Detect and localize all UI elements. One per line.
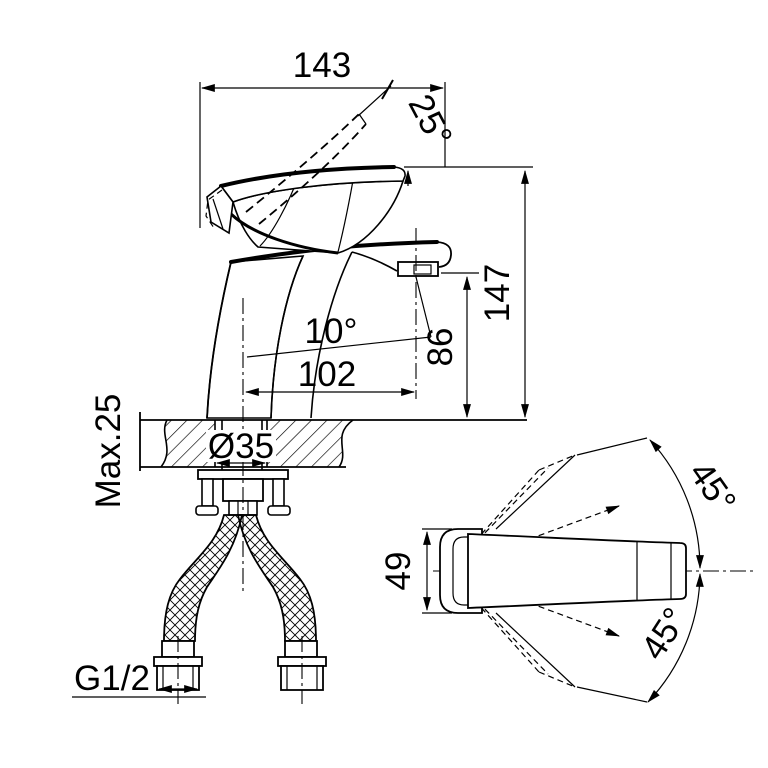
spout-underside [351, 251, 398, 272]
swing-arc-upper [649, 439, 704, 570]
raised-lever-edge-2 [258, 123, 367, 225]
swing-down-dashed-outline [467, 592, 576, 688]
dim-label-handle-angle: 25° [401, 88, 460, 153]
angle-leader-tick [381, 79, 394, 100]
supply-hoses [153, 514, 327, 704]
dim-hole-diameter: Ø35 [206, 427, 276, 467]
hose-sleeve-right [284, 640, 318, 658]
swing-down-connector [576, 686, 648, 703]
dim-connection-thread: G1/2 [72, 659, 206, 698]
handle-blade [467, 533, 687, 609]
swing-down-outer-edge [495, 612, 576, 688]
deck-hatch-right [267, 420, 353, 467]
hose-coupling-lines [237, 501, 249, 515]
deck-hatch-left [161, 420, 215, 467]
handle-knob-inner [452, 536, 482, 606]
raised-lever-tip-cap [358, 113, 367, 125]
dim-label-thread: G1/2 [74, 659, 150, 698]
dim-overall-width: 143 [199, 46, 446, 228]
dim-label-outlet-height: 86 [421, 328, 460, 367]
body-left-edge [206, 261, 232, 419]
dim-label-overall-width: 143 [293, 46, 351, 85]
dim-stream-angle: 10° [246, 276, 432, 358]
body-fill-left [206, 255, 305, 419]
screw-head-left [195, 505, 219, 516]
lever-tip [206, 184, 234, 235]
dim-label-hole-diameter: Ø35 [208, 427, 274, 466]
dim-spout-reach: 102 [244, 355, 416, 396]
front-view: 143 25° 147 86 10° 102 Max.25 [72, 46, 533, 704]
dim-handle-width: 49 [379, 528, 452, 614]
stud-left [201, 478, 214, 507]
dim-outlet-height: 86 [421, 272, 479, 419]
hose-right [236, 514, 317, 642]
dim-label-overall-height: 147 [478, 264, 517, 322]
aerator-inner [413, 264, 432, 275]
swing-arc-lower [647, 572, 704, 703]
handle-lever [206, 165, 406, 255]
dim-label-spout-reach: 102 [298, 355, 356, 394]
dim-label-deck-thickness: Max.25 [89, 394, 128, 509]
dim-label-stream-angle: 10° [305, 312, 358, 351]
dim-143-extensions [199, 82, 446, 228]
swing-up-outer-edge [495, 454, 576, 530]
raised-tip-outline [205, 189, 223, 229]
swing-up-dashed-outline [467, 454, 576, 550]
lever-top-edge [219, 165, 396, 188]
body-curve-front [270, 255, 304, 419]
dim-overall-height: 147 [404, 166, 533, 419]
deck-cross-section [139, 412, 527, 471]
top-view: 45° 45° 49 [379, 437, 757, 703]
hose-left [163, 514, 244, 642]
stud-right [272, 478, 285, 507]
dim-d35-backing [206, 430, 276, 462]
deck-break-left [160, 419, 168, 468]
nut-facets-right [286, 666, 318, 690]
handle-raised-dashed [205, 79, 394, 229]
lever-tip-line [212, 198, 224, 230]
stream-angle-lines [246, 276, 432, 358]
swing-up-connector [576, 437, 648, 456]
handle-skirt-bottom-edge [229, 212, 339, 255]
screw-head-right [267, 505, 291, 516]
raised-lever-edge-1 [245, 113, 360, 213]
dim-label-handle-width: 49 [379, 552, 418, 591]
spout-nose [436, 241, 452, 268]
dim-label-swing-down: 45° [634, 601, 696, 667]
handle-top-view [439, 528, 687, 614]
deck-break-right [338, 419, 354, 468]
dim-49-extensions [422, 528, 452, 614]
